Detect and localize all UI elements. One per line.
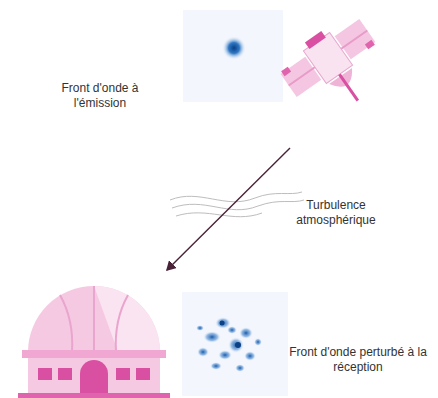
- propagation-arrow: [167, 148, 290, 270]
- caption-label: Front d'onde à l'émission: [45, 81, 155, 111]
- emitted-wavefront: [183, 10, 283, 102]
- perturbed-wavefront: [182, 292, 288, 396]
- satellite: [274, 9, 397, 128]
- caption-label: Front d'onde perturbé à la réception: [288, 345, 428, 375]
- observatory: [18, 286, 170, 398]
- caption-label: Turbulence atmosphérique: [286, 198, 386, 228]
- turbulence-lines: [170, 192, 304, 217]
